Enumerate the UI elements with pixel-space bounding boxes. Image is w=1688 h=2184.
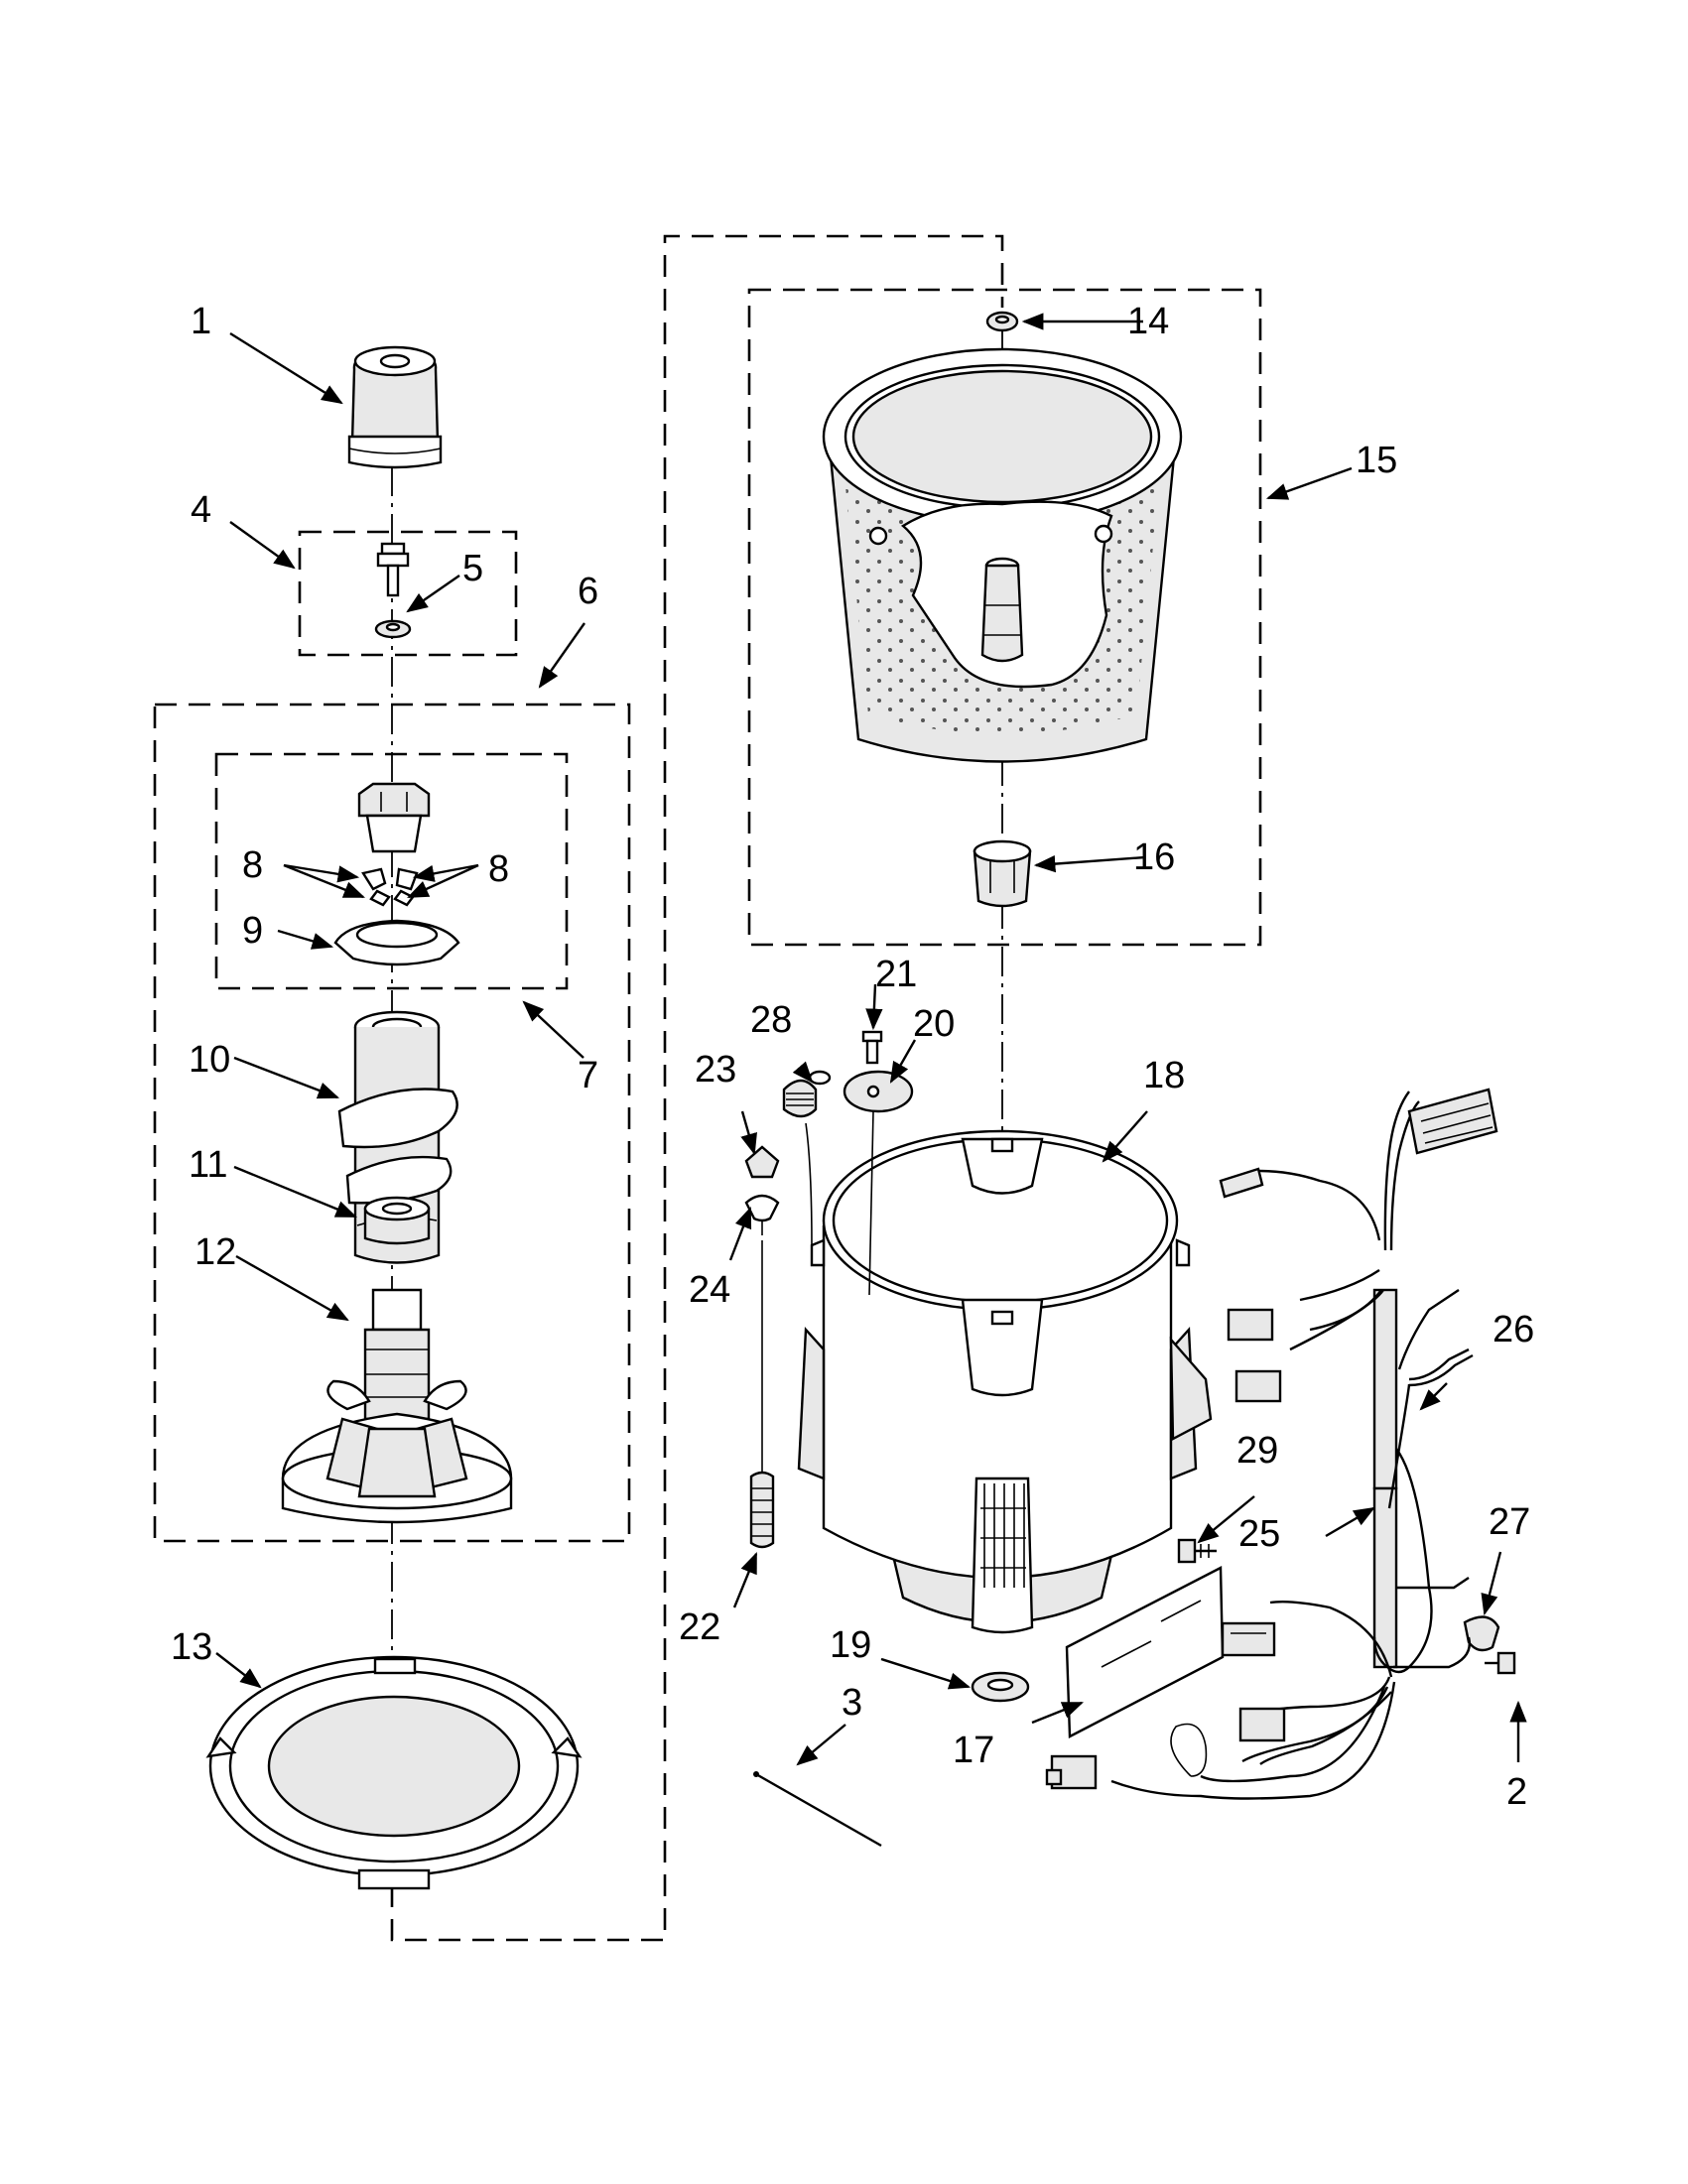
part-15-basket (822, 347, 1183, 763)
callout-10: 10 (189, 1039, 230, 1081)
callout-15: 15 (1356, 440, 1397, 481)
callout-27: 27 (1489, 1501, 1530, 1543)
rod-20 (868, 1110, 874, 1296)
part-24-damper-cup (744, 1194, 780, 1235)
callout-4: 4 (191, 489, 211, 531)
part-7-cam-top (357, 782, 431, 853)
callout-8-left: 8 (242, 844, 263, 886)
rod-28 (805, 1122, 813, 1246)
callout-7: 7 (578, 1055, 598, 1096)
group-box-15 (747, 288, 1262, 947)
callout-13: 13 (171, 1626, 212, 1668)
part-22-damper-spring (749, 1471, 775, 1549)
part-11-bearing (363, 1196, 431, 1245)
callout-14: 14 (1127, 301, 1169, 342)
part-12-agitator-base (281, 1288, 513, 1524)
part-4-bolt (376, 542, 410, 597)
callout-20: 20 (913, 1003, 955, 1045)
callout-25: 25 (1238, 1513, 1280, 1555)
part-14-hub-nut (985, 311, 1019, 332)
callout-6: 6 (578, 571, 598, 612)
part-26-drain-tube (1408, 1348, 1474, 1387)
callout-26: 26 (1493, 1309, 1534, 1350)
part-19-tub-seal (971, 1671, 1030, 1703)
part-13-tub-ring (205, 1655, 583, 1890)
callout-21: 21 (875, 954, 917, 995)
callout-16: 16 (1133, 836, 1175, 878)
callout-22: 22 (679, 1606, 720, 1648)
callout-12: 12 (195, 1231, 236, 1273)
callout-23: 23 (695, 1049, 736, 1091)
part-3-rod (753, 1771, 882, 1848)
callout-1: 1 (191, 301, 211, 342)
callout-2: 2 (1506, 1771, 1527, 1813)
leader-lines (215, 313, 1527, 1766)
callout-19: 19 (830, 1624, 871, 1666)
callout-3: 3 (842, 1682, 862, 1724)
part-20-bracket (843, 1070, 914, 1113)
part-17-control-board (1065, 1566, 1225, 1738)
callout-28: 28 (750, 999, 792, 1041)
part-8-dogs (361, 867, 419, 907)
part-18-outer-tub (797, 1129, 1213, 1634)
part-25-26-wire-harness (1045, 1088, 1498, 1800)
part-9-ratchet (333, 919, 460, 966)
part-28-spring (782, 1070, 832, 1118)
callout-17: 17 (953, 1730, 994, 1771)
callout-9: 9 (242, 910, 263, 952)
callout-18: 18 (1143, 1055, 1185, 1096)
callout-24: 24 (689, 1269, 730, 1311)
callout-5: 5 (462, 548, 483, 589)
part-29-fastener (1177, 1538, 1217, 1564)
part-5-washer (374, 619, 412, 639)
callout-8-right: 8 (488, 848, 509, 890)
group-box-4 (298, 530, 518, 657)
part-16-drive-hub (973, 839, 1032, 908)
part-23-damper-top (744, 1145, 780, 1179)
part-1-agitator-cap (347, 345, 443, 469)
callout-29: 29 (1236, 1430, 1278, 1472)
connector-path-13-to-14 (390, 234, 1004, 1942)
part-2-screw (1485, 1651, 1516, 1675)
part-21-screw (861, 1030, 883, 1065)
part-27-clip (1393, 1615, 1500, 1669)
callout-11: 11 (189, 1144, 227, 1186)
